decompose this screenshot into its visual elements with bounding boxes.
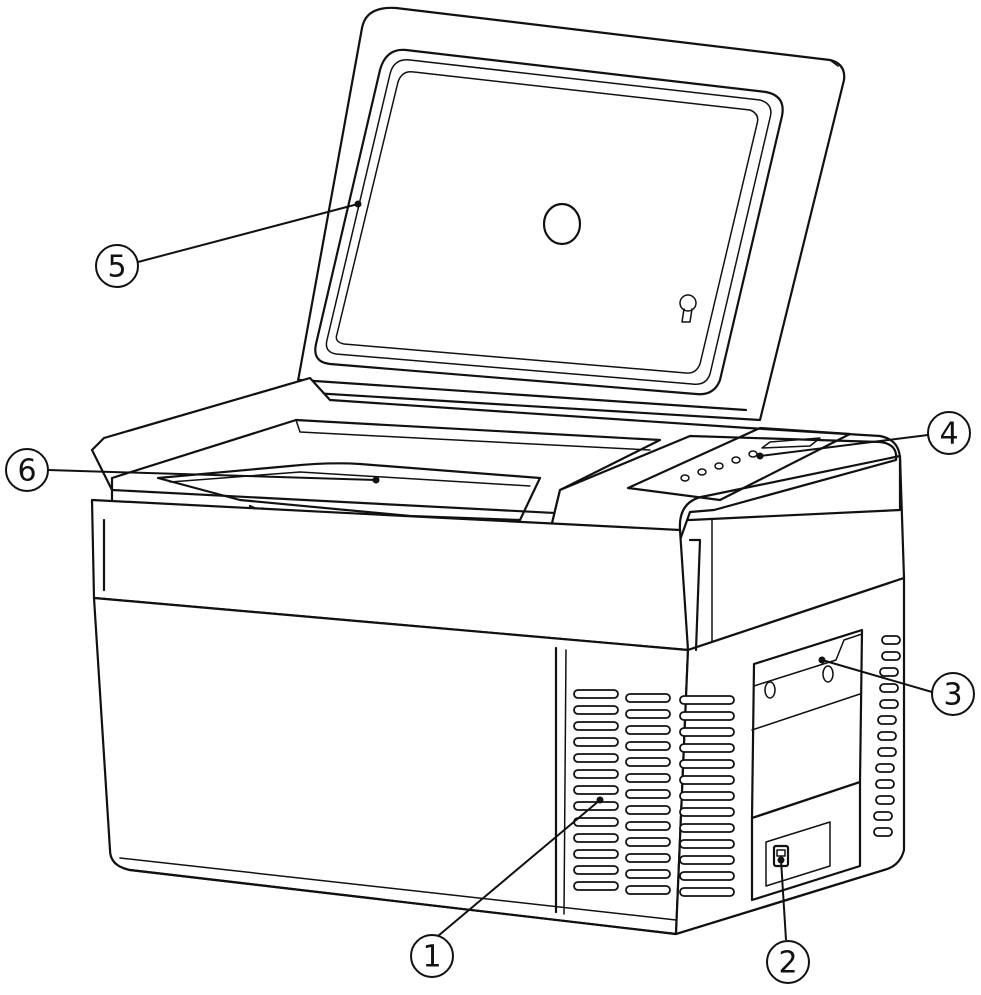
callout-label: 5	[107, 250, 126, 285]
side-panel	[750, 628, 864, 902]
cooler-top	[90, 376, 902, 542]
lock-icon	[679, 294, 697, 323]
callout-label: 2	[778, 946, 797, 981]
callout-label: 6	[17, 454, 36, 489]
callout-1: 1	[410, 934, 454, 978]
callout-3: 3	[931, 672, 975, 716]
callout-4: 4	[927, 411, 971, 455]
leader-lines	[47, 200, 933, 941]
callout-label: 1	[422, 940, 441, 975]
front-vents	[573, 689, 735, 897]
lid-vent-circle	[542, 202, 582, 246]
callout-label: 4	[939, 417, 958, 452]
callout-2: 2	[766, 940, 810, 984]
lid	[294, 6, 846, 422]
callout-5: 5	[95, 244, 139, 288]
callout-label: 3	[943, 678, 962, 713]
callout-6: 6	[5, 448, 49, 492]
control-panel-buttons	[680, 450, 758, 482]
side-vents	[873, 635, 901, 837]
